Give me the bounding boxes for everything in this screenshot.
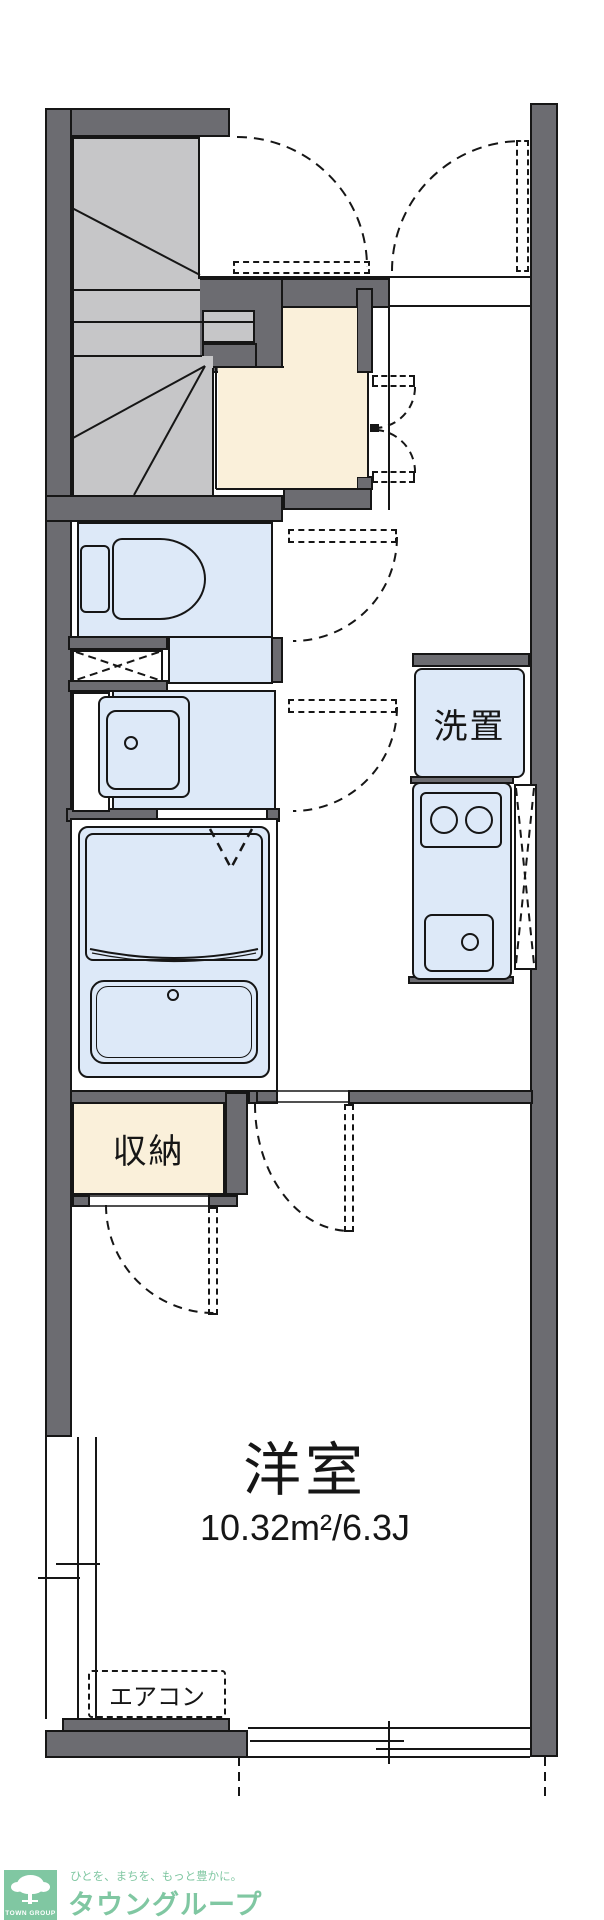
wall-room-top-a <box>248 1090 258 1104</box>
brand-tagline: ひとを、まちを、もっと豊かに。 <box>70 1871 243 1883</box>
brand-logo-text: TOWN GROUP <box>5 1909 56 1917</box>
wall-storage-right-pillar <box>225 1092 248 1195</box>
stairs-landing-bump <box>202 310 255 343</box>
storage-box <box>72 1102 225 1195</box>
genkan-floor4 <box>283 477 357 488</box>
toilet-door-leaf <box>288 529 397 543</box>
wall-genkan-right-top <box>356 288 373 373</box>
brand-logo-box: TOWN GROUP <box>4 1870 57 1920</box>
stairs-area-low <box>72 356 213 497</box>
aircon-box: エアコン <box>88 1670 226 1718</box>
wall-toilet-divider-top <box>68 636 168 650</box>
vanity-faucet <box>124 736 138 750</box>
storage-label: 収納 <box>112 1133 185 1171</box>
pipe-shaft-box <box>72 650 163 682</box>
room-door-leaf <box>344 1104 354 1232</box>
genkan-closet-leaf-top <box>372 375 415 387</box>
toilet-room-ext <box>168 636 273 684</box>
washroom-door-leaf <box>288 699 397 713</box>
genkan-floor2 <box>283 373 368 477</box>
stove-burner-left <box>430 806 458 834</box>
storage-door-leaf <box>208 1207 218 1315</box>
wall-genkan-bottom <box>283 488 372 510</box>
fridge-space <box>514 784 537 970</box>
vanity-basin <box>106 710 180 790</box>
kitchen-sink-drain <box>461 933 479 951</box>
washer-space-box <box>414 668 525 778</box>
genkan-closet-leaf-bottom <box>372 471 415 483</box>
stove-burner-right <box>465 806 493 834</box>
kitchen-sink <box>424 914 494 972</box>
wall-storage-stub-right <box>208 1195 238 1207</box>
wall-storage-stub-left <box>72 1195 90 1207</box>
brand-name: タウングループ <box>68 1889 263 1920</box>
wall-left <box>45 108 72 1437</box>
genkan-floor3 <box>218 368 284 490</box>
genkan-closet-latch <box>370 424 379 432</box>
wall-bottom-left-block <box>45 1730 248 1758</box>
front-door-leaf <box>516 140 529 272</box>
stairs-area <box>72 137 200 292</box>
wall-stairs-bottom <box>45 495 283 522</box>
main-room-area: 10.32m²/6.3J <box>199 1507 411 1548</box>
washer-space-label: 洗置 <box>433 707 506 746</box>
wall-above-washer <box>412 653 530 667</box>
bathtub-drain <box>167 989 179 1001</box>
toilet-tank <box>80 545 110 613</box>
wall-top <box>45 108 230 137</box>
stairs-door-leaf <box>233 261 370 274</box>
genkan-floor <box>283 308 357 373</box>
main-room-title: 洋室 <box>242 1438 367 1503</box>
stairs-area-mid <box>72 290 200 356</box>
wall-room-top-b <box>348 1090 533 1104</box>
toilet-bowl <box>112 538 206 620</box>
bathroom-floor <box>85 833 263 961</box>
